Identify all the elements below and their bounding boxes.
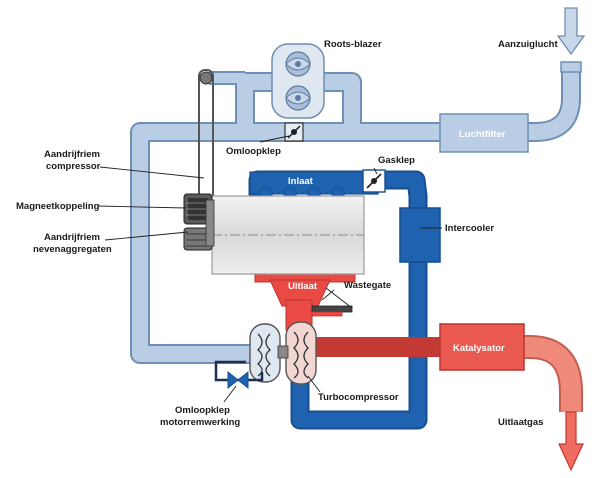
- exhaust-gas-arrow: [558, 411, 584, 472]
- roots-blower: [271, 43, 325, 119]
- intercooler: [399, 207, 441, 263]
- label-omloopklep-motor-line2: motorremwerking: [160, 417, 240, 428]
- engine-brake-bypass-valve: [214, 360, 264, 390]
- label-aanzuiglucht: Aanzuiglucht: [498, 39, 558, 50]
- label-gasklep: Gasklep: [378, 155, 415, 166]
- accessory-drive-pulleys: [183, 199, 215, 251]
- label-inlaat: Inlaat: [288, 176, 314, 187]
- label-uitlaat: Uitlaat: [288, 281, 318, 292]
- label-aandrijfriem-compressor-line2: compressor: [46, 161, 101, 172]
- label-intercooler: Intercooler: [445, 223, 494, 234]
- label-luchtfilter: Luchtfilter: [459, 129, 506, 140]
- intake-air-arrow: [556, 7, 586, 56]
- label-uitlaatgas: Uitlaatgas: [498, 417, 543, 428]
- label-aandrijfriem-neven-line2: nevenaggregaten: [33, 244, 112, 255]
- catalytic-converter: [439, 323, 525, 371]
- label-magneetkoppeling: Magneetkoppeling: [16, 201, 100, 212]
- exhaust-pipe: [312, 335, 583, 412]
- wastegate: [311, 305, 353, 317]
- label-katalysator: Katalysator: [453, 343, 505, 354]
- throttle-valve: [362, 169, 386, 193]
- label-aandrijfriem-neven-line1: Aandrijfriem: [44, 232, 100, 243]
- air-filter: [439, 113, 529, 153]
- turbocharger: [249, 321, 317, 385]
- bypass-valve-upper: [284, 122, 304, 142]
- intake-inlet: [560, 61, 582, 73]
- leader-lines: [97, 135, 442, 403]
- label-roots-blazer: Roots-blazer: [324, 39, 382, 50]
- label-omloopklep-motor-line1: Omloopklep: [175, 405, 230, 416]
- engine-block: [211, 195, 365, 275]
- label-wastegate: Wastegate: [344, 280, 391, 291]
- label-turbocompressor: Turbocompressor: [318, 392, 399, 403]
- label-omloopklep: Omloopklep: [226, 146, 281, 157]
- label-aandrijfriem-compressor-line1: Aandrijfriem: [44, 149, 100, 160]
